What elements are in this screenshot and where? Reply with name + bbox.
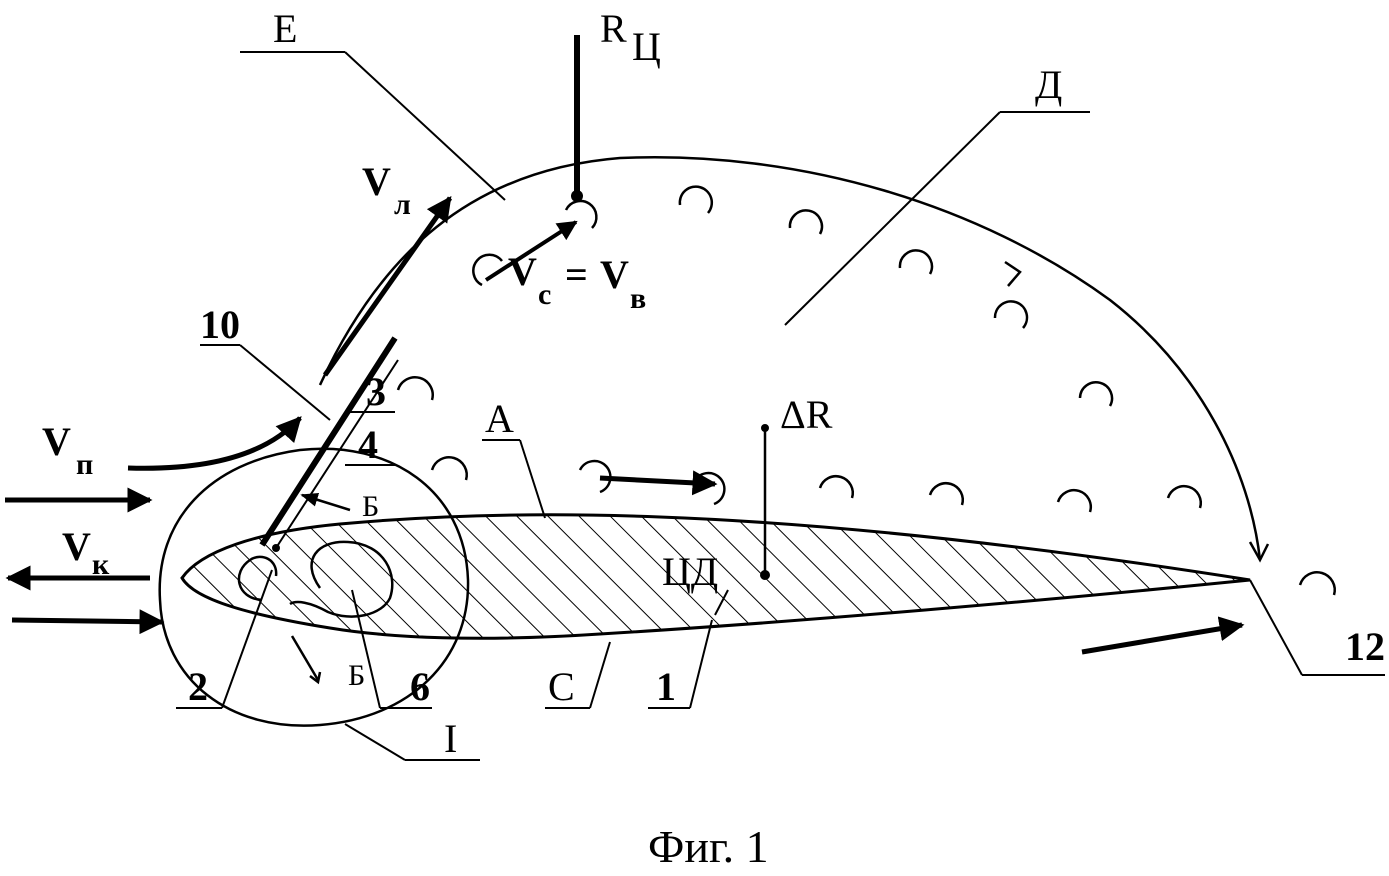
- arrow-b-bottom: [290, 635, 320, 681]
- vortex: [1078, 381, 1114, 407]
- vortex: [564, 199, 598, 229]
- leading-edge-vortex: [289, 540, 394, 618]
- label-vk-sub: к: [92, 548, 110, 581]
- separation-envelope: [318, 156, 1262, 561]
- arrow-b-top: [300, 493, 351, 512]
- label-1: 1: [656, 664, 676, 709]
- label-10: 10: [200, 302, 240, 347]
- envelope-arrow-1: [1004, 260, 1022, 287]
- label-b-bottom: Б: [348, 659, 365, 692]
- pressure-center-dot: [760, 570, 770, 580]
- label-2: 2: [188, 664, 208, 709]
- label-r-sub: Ц: [632, 24, 661, 69]
- label-4: 4: [358, 422, 378, 467]
- label-i: I: [444, 716, 457, 761]
- leader-12-diag: [1249, 579, 1303, 676]
- leader-a-diag: [519, 439, 546, 519]
- label-vl: V: [362, 159, 391, 204]
- label-r-main: R: [600, 6, 627, 51]
- delta-r-top: [761, 424, 769, 432]
- label-c: С: [548, 664, 575, 709]
- arrow-b-bottom-head: [309, 671, 322, 685]
- vortex: [1166, 485, 1202, 509]
- label-vp: V: [42, 419, 71, 464]
- vortex: [1056, 489, 1092, 513]
- arrow-trailing-flow: [1081, 616, 1245, 655]
- figure-caption: Фиг. 1: [648, 821, 769, 872]
- leading-edge-dot: [272, 544, 280, 552]
- arrow-vl-upper: [322, 195, 453, 377]
- label-e: Е: [273, 6, 297, 51]
- label-12: 12: [1345, 624, 1385, 669]
- leader-1-diag: [689, 619, 713, 709]
- slot-plate-edge: [275, 359, 399, 549]
- label-vv-sub: в: [630, 282, 646, 315]
- vortex: [993, 300, 1029, 329]
- arrow-inflow-bottom: [11, 609, 165, 635]
- label-cd: ЦД: [662, 549, 718, 594]
- vortex: [788, 209, 824, 235]
- leader-c-diag: [589, 641, 611, 709]
- vortex: [692, 471, 726, 506]
- vortex: [818, 475, 854, 499]
- arrow-vp: [127, 416, 302, 471]
- label-vk: V: [62, 524, 91, 569]
- leading-edge-vortex-inner: [237, 555, 278, 602]
- label-3: 3: [366, 369, 386, 414]
- label-a: A: [485, 396, 514, 441]
- vortex: [430, 456, 468, 481]
- label-6: 6: [410, 664, 430, 709]
- vortex: [928, 482, 964, 506]
- leader-i-diag: [344, 723, 406, 761]
- vortex: [1298, 571, 1336, 596]
- leader-lines: [176, 51, 1385, 761]
- detail-circle-i: [158, 447, 470, 727]
- airfoil-profile: [180, 513, 1251, 640]
- vortex: [898, 249, 934, 275]
- leader-10-diag: [239, 344, 331, 421]
- leader-6-diag: [351, 589, 381, 709]
- vortex: [678, 185, 714, 214]
- leader-e-diag: [344, 51, 506, 201]
- label-d: Д: [1035, 62, 1062, 107]
- r-main-point: [571, 190, 583, 202]
- envelope-arrow-2: [1248, 541, 1270, 563]
- label-equals: =: [565, 252, 588, 297]
- label-vc-sub: с: [538, 278, 551, 311]
- arrow-vc-vv: [484, 220, 578, 282]
- label-vp-sub: п: [76, 448, 93, 481]
- vortex: [578, 459, 612, 494]
- vortex: [472, 253, 503, 287]
- leader-d-diag: [784, 111, 1001, 326]
- vortex-set: [396, 185, 1336, 596]
- arrow-mid-vortex: [599, 470, 718, 496]
- label-vc: V: [508, 249, 537, 294]
- slot-plate: [259, 336, 398, 547]
- leader-cd: [714, 589, 729, 616]
- label-vl-sub: л: [394, 188, 411, 221]
- label-delta-r: ΔR: [780, 392, 833, 437]
- leader-2-diag: [221, 569, 273, 709]
- vortex: [396, 376, 434, 401]
- label-vv: V: [600, 252, 629, 297]
- label-b-top: Б: [362, 490, 379, 523]
